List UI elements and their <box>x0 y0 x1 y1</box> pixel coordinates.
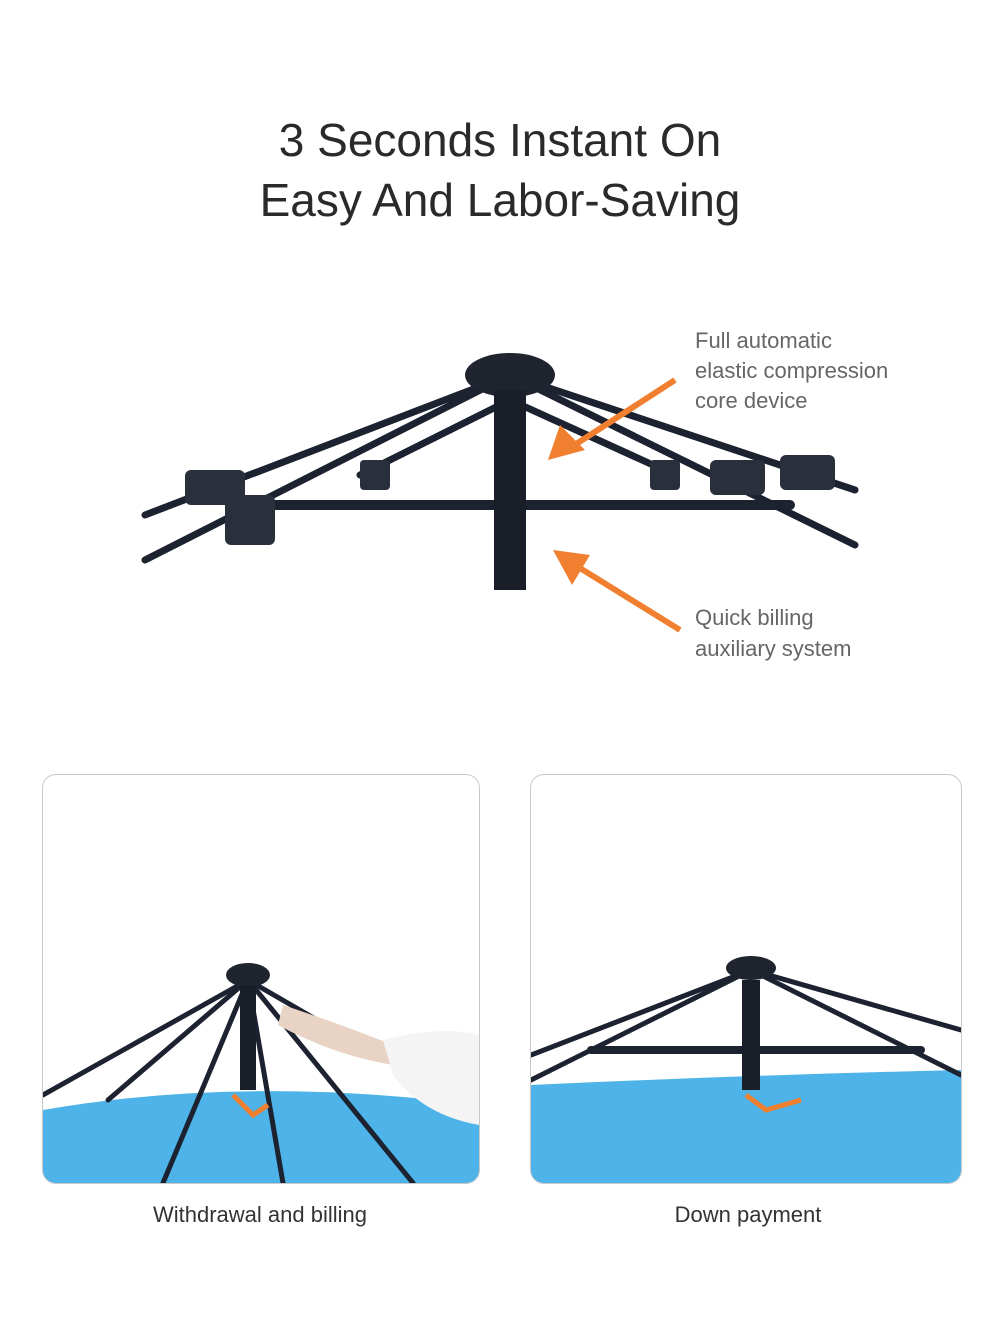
caption-down-payment: Down payment <box>674 1202 822 1227</box>
callout-auxiliary-system: Quick billing auxiliary system <box>695 602 851 664</box>
panel-withdrawal-image <box>42 774 480 1184</box>
tent-frame-hub-image <box>141 353 859 590</box>
callout-line: Full automatic <box>695 328 832 353</box>
callout-line: elastic compression <box>695 358 889 383</box>
panel-down-payment-image <box>530 774 962 1184</box>
heading-line-1: 3 Seconds Instant On <box>278 114 722 166</box>
callout-core-device: Full automatic elastic compression core … <box>695 326 888 416</box>
caption-withdrawal: Withdrawal and billing <box>153 1202 367 1227</box>
heading-line-2: Easy And Labor-Saving <box>259 174 741 226</box>
callout-line: Quick billing <box>695 605 814 630</box>
callout-line: auxiliary system <box>695 636 852 661</box>
callout-line: core device <box>695 388 808 413</box>
